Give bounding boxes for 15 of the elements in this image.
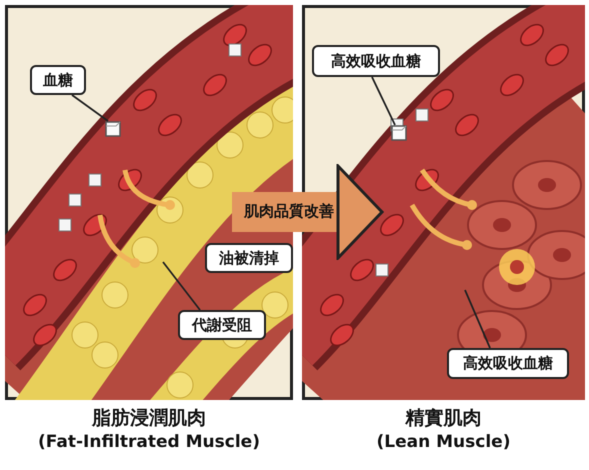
leader-line: [464, 290, 491, 348]
panel-subheading: (Lean Muscle): [376, 432, 512, 452]
leader-line: [71, 94, 109, 122]
panel-heading: 精實肌肉: [404, 406, 482, 431]
callout-label: 代謝受阻: [178, 310, 266, 340]
callout-label: 高效吸收血糖: [312, 45, 440, 77]
leader-line: [371, 76, 396, 126]
callout-label: 油被清掉: [205, 243, 293, 273]
callout-label: 高效吸收血糖: [447, 348, 569, 379]
panel-heading: 脂肪浸潤肌肉: [90, 406, 207, 431]
leader-line: [162, 261, 201, 311]
transition-arrow: [232, 164, 384, 260]
callout-label: 血糖: [30, 65, 86, 95]
panel-subheading: (Fat-Infiltrated Muscle): [37, 432, 261, 452]
edge-label: 肌肉品質改善: [244, 202, 334, 221]
